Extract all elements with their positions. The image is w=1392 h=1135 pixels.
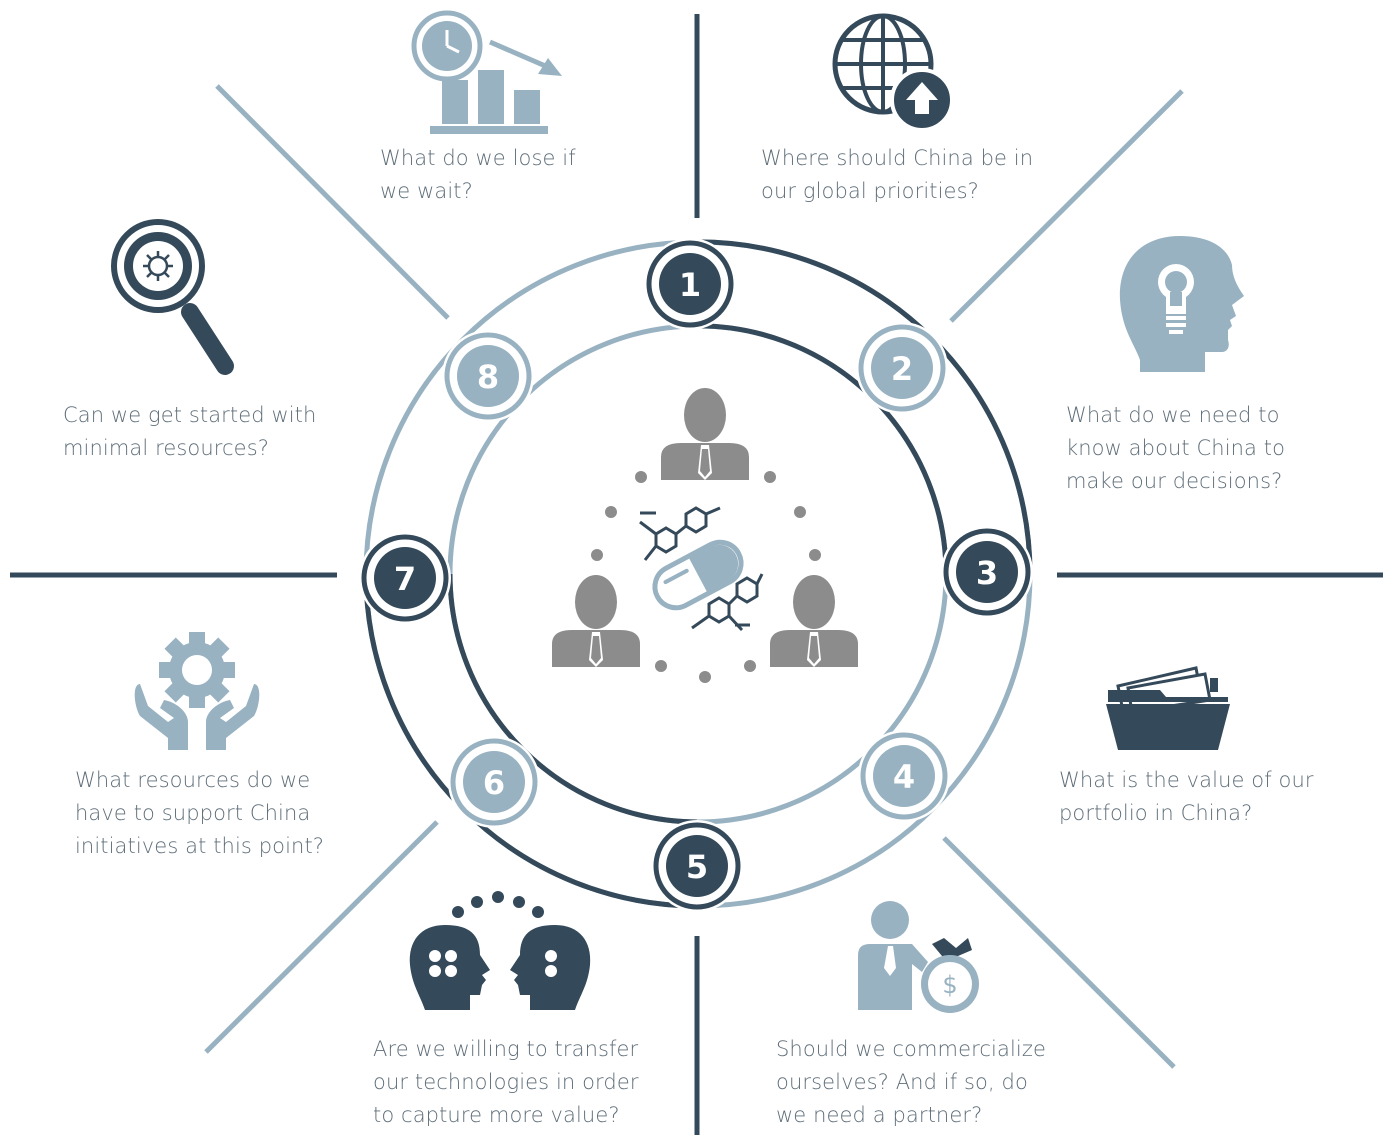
step-number: 3 [976,554,998,592]
question-6: Are we willing to transfer our technolog… [373,1033,639,1132]
question-line: Are we willing to transfer [373,1037,639,1061]
step-badge-4 [873,745,935,807]
question-line: minimal resources? [63,436,269,460]
center-illustration [552,388,858,683]
question-line: we need a partner? [776,1103,983,1127]
step-badge-ring [361,534,449,622]
question-line: What resources do we [75,768,311,792]
step-number: 4 [893,758,915,796]
question-line: we wait? [380,179,473,203]
step-number: 7 [394,560,416,598]
question-line: know about China to [1066,436,1286,460]
step-badge-ring [653,822,741,910]
question-line: Can we get started with [63,403,317,427]
question-4: What is the value of our portfolio in Ch… [1059,764,1314,830]
question-line: portfolio in China? [1059,801,1253,825]
step-badge-3 [956,541,1018,603]
step-number: 2 [891,350,913,388]
question-1: What do we lose if we wait? [380,142,576,208]
step-badge-ring [646,240,734,328]
folder-documents-icon [1106,666,1230,750]
svg-text:$: $ [942,971,957,999]
businessman-icon [661,388,749,480]
ring-band-dark-left [363,573,698,909]
step-badge-6 [463,751,525,813]
head-lightbulb-icon [1119,236,1244,372]
question-3: What do we need to know about China to m… [1066,399,1285,498]
divider-nw [215,84,450,320]
step-number: 1 [679,266,701,304]
two-heads-exchange-icon [409,891,591,1010]
question-8: Can we get started with minimal resource… [63,399,316,465]
question-line: Where should China be in [761,146,1034,170]
question-line: What is the value of our [1059,768,1314,792]
hands-gear-icon [134,632,260,750]
step-badge-ring [450,738,538,826]
question-7: What resources do we have to support Chi… [75,764,324,863]
businessman-icon [552,575,640,667]
businessman-money-bag-icon: $ [858,901,979,1013]
step-badge-7 [374,547,436,609]
step-number: 5 [686,848,708,886]
step-badge-ring [943,528,1031,616]
question-line: initiatives at this point? [75,834,325,858]
question-line: our global priorities? [761,179,979,203]
step-badge-8 [457,345,519,407]
capsule-icon [652,539,744,611]
question-line: What do we lose if [380,146,576,170]
globe-upload-icon [832,13,954,132]
businessman-icon [770,575,858,667]
question-2: Where should China be in our global prio… [761,142,1033,208]
question-line: our technologies in order [373,1070,639,1094]
step-badge-ring [858,324,946,412]
question-line: Should we commercialize [776,1037,1046,1061]
divider-sw [204,820,439,1054]
clock-declining-chart-icon [411,10,562,134]
question-5: Should we commercialize ourselves? And i… [776,1033,1046,1132]
question-line: What do we need to [1066,403,1280,427]
magnifier-gear-icon [111,219,234,375]
step-badge-1 [659,253,721,315]
dotted-circle [591,471,821,683]
divider-se [942,836,1176,1069]
question-line: to capture more value? [373,1103,620,1127]
step-badge-5 [666,835,728,897]
step-badge-2 [871,337,933,399]
divider-lines [10,14,1383,1135]
step-badge-ring [860,732,948,820]
question-line: make our decisions? [1066,469,1283,493]
molecule-icon [639,506,764,632]
divider-ne [949,89,1184,323]
step-number: 6 [483,764,505,802]
question-line: have to support China [75,801,311,825]
step-badges: 1 2 3 4 5 6 7 8 [359,238,1033,912]
question-line: ourselves? And if so, do [776,1070,1028,1094]
step-number: 8 [477,358,499,396]
step-badge-ring [444,332,532,420]
